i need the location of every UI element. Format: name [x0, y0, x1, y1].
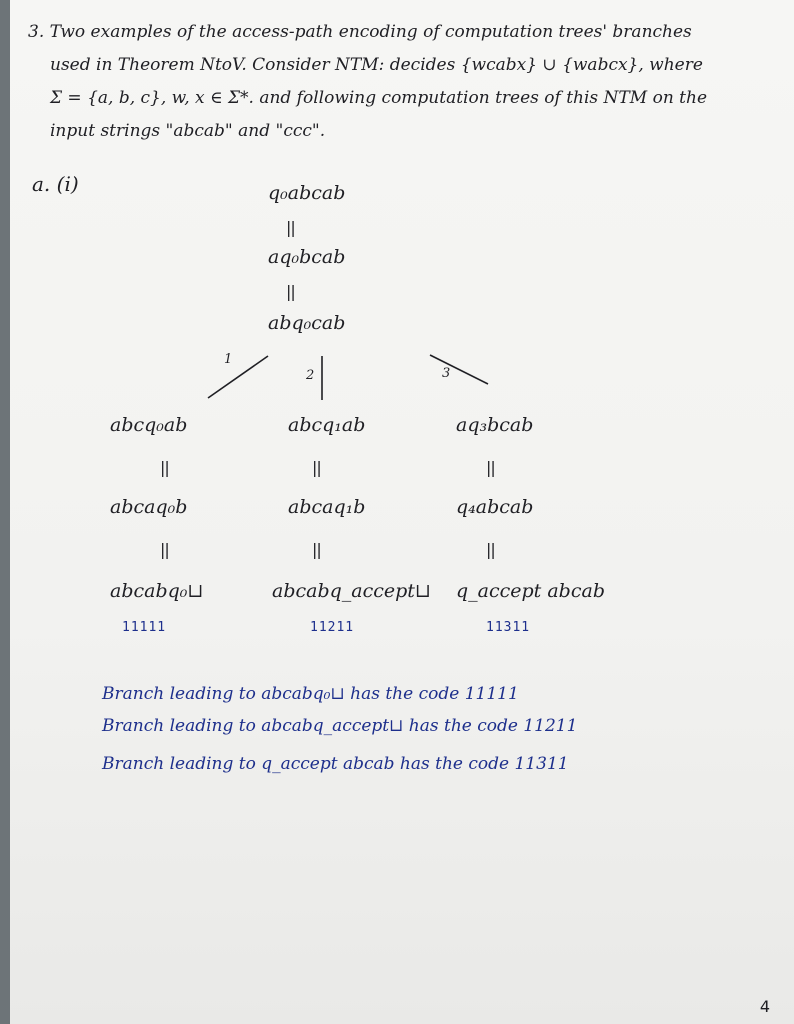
answer-line-2: Branch leading to abcabq_accept⊔ has the…	[102, 716, 578, 736]
branch-3-code: 11311	[486, 620, 531, 635]
edge-branch-3	[429, 354, 489, 385]
tree-link: ||	[312, 458, 322, 477]
branch-2-node-2: abcaq₁b	[288, 496, 366, 518]
branch-label-1: 1	[224, 352, 233, 367]
edge-branch-1	[207, 355, 269, 399]
branch-2-code: 11211	[310, 620, 355, 635]
answer-line-3: Branch leading to q_accept abcab has the…	[102, 754, 569, 774]
branch-3-node-3: q_accept abcab	[456, 580, 605, 602]
tree-link: ||	[486, 540, 496, 559]
branch-1-code: 11111	[122, 620, 167, 635]
tree-link: ||	[286, 218, 296, 237]
branch-1-node-3: abcabq₀⊔	[110, 580, 204, 602]
problem-line-3: Σ = {a, b, c}, w, x ∈ Σ*. and following …	[50, 88, 708, 108]
branch-3-node-2: q₄abcab	[456, 496, 534, 518]
tree-level-1: aq₀bcab	[268, 246, 346, 268]
answer-line-1: Branch leading to abcabq₀⊔ has the code …	[102, 684, 519, 704]
branch-1-node-2: abcaq₀b	[110, 496, 188, 518]
tree-link: ||	[486, 458, 496, 477]
branch-1-node-1: abcq₀ab	[110, 414, 188, 436]
branch-2-node-3: abcabq_accept⊔	[272, 580, 431, 602]
tree-edges	[207, 354, 489, 400]
problem-line-2: used in Theorem NtoV. Consider NTM: deci…	[50, 55, 703, 75]
problem-line-1: 3. Two examples of the access-path encod…	[28, 22, 692, 42]
tree-link: ||	[312, 540, 322, 559]
tree-link: ||	[286, 282, 296, 301]
problem-line-4: input strings "abcab" and "ccc".	[50, 121, 326, 141]
tree-link: ||	[160, 458, 170, 477]
branch-3-node-1: aq₃bcab	[456, 414, 534, 436]
tree-link: ||	[160, 540, 170, 559]
branch-2-node-1: abcq₁ab	[288, 414, 366, 436]
tree-root: q₀abcab	[268, 182, 346, 204]
branch-label-3: 3	[442, 366, 451, 381]
paper-sheet: 3. Two examples of the access-path encod…	[10, 0, 794, 1024]
branch-label-2: 2	[306, 368, 315, 383]
part-label: a. (i)	[32, 172, 79, 196]
page-number: 4	[759, 997, 770, 1016]
tree-level-2: abq₀cab	[268, 312, 346, 334]
